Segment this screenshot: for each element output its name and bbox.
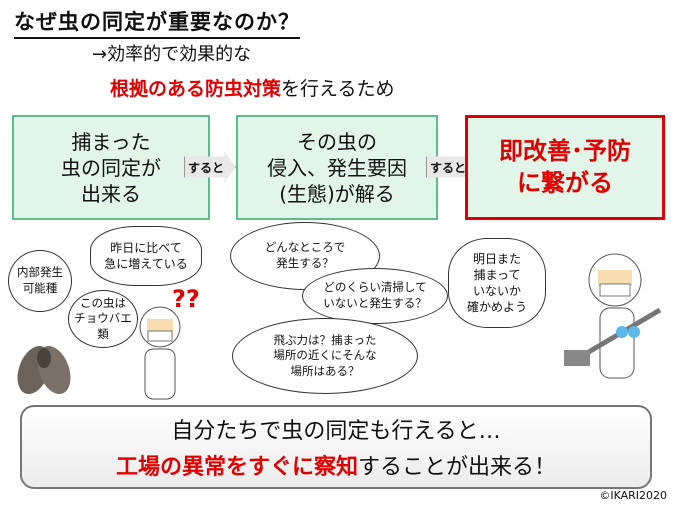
text: 発生する？ bbox=[276, 256, 334, 270]
flow-step-understand: その虫の侵入、発生要因(生態)が解る bbox=[236, 115, 438, 220]
conclusion-line2: 工場の異常をすぐに察知することが出来る！ bbox=[22, 449, 650, 481]
text: 確かめよう bbox=[466, 300, 527, 315]
flow-arrow-1: すると bbox=[184, 152, 236, 182]
subtitle-line1: →効率的で効果的な bbox=[92, 44, 252, 65]
cloud-yesterday: 昨日に比べて急に増えている bbox=[90, 226, 202, 286]
subtitle-highlight: 根拠のある防虫対策 bbox=[110, 78, 282, 100]
text: 可能種 bbox=[22, 281, 58, 295]
text: 場所の近くにそんな bbox=[273, 348, 377, 363]
subtitle-rest: を行えるため bbox=[281, 78, 395, 100]
text: 捕まって bbox=[473, 267, 521, 282]
text: どんなところで bbox=[264, 240, 346, 255]
text: 飛ぶ力は？捕まった bbox=[273, 332, 377, 347]
text: いないか bbox=[472, 284, 521, 298]
text: この虫は bbox=[80, 295, 126, 310]
text: (生態)が解る bbox=[279, 181, 395, 206]
conclusion-rest: することが出来る！ bbox=[358, 455, 557, 480]
text: いないと発生する？ bbox=[323, 296, 427, 310]
question-marks: ?? bbox=[172, 285, 200, 313]
text: に繋がる bbox=[517, 168, 613, 197]
worker-cleaning-icon bbox=[564, 253, 662, 379]
cloud-tomorrow: 明日また捕まっていないか確かめよう bbox=[448, 238, 546, 328]
copyright: ©IKARI2020 bbox=[599, 489, 667, 502]
moth-fly-icon bbox=[17, 345, 71, 395]
text: 急に増えている bbox=[104, 257, 188, 271]
text: 出来る bbox=[81, 181, 141, 206]
flow-step-identify: 捕まった虫の同定が出来る bbox=[12, 115, 210, 220]
text: 捕まった bbox=[71, 129, 151, 154]
text: 侵入、発生要因 bbox=[267, 155, 407, 180]
conclusion-callout: 自分たちで虫の同定も行えると… 工場の異常をすぐに察知することが出来る！ bbox=[20, 405, 652, 489]
conclusion-highlight: 工場の異常をすぐに察知 bbox=[115, 455, 358, 480]
bubble-species: 内部発生可能種 bbox=[8, 250, 72, 312]
conclusion-line1: 自分たちで虫の同定も行えると… bbox=[171, 419, 501, 444]
text: チョウバエ類 bbox=[74, 311, 132, 341]
text: その虫の bbox=[297, 129, 377, 154]
text: 内部発生 bbox=[17, 265, 63, 280]
text: どのくらい清掃して bbox=[323, 280, 427, 295]
bubble-fly-type: この虫はチョウバエ類 bbox=[68, 290, 138, 348]
bubble-where: どんなところで発生する？ bbox=[230, 222, 380, 290]
bubble-flight: 飛ぶ力は？捕まった場所の近くにそんな場所はある？ bbox=[232, 318, 418, 394]
text: 即改善･予防 bbox=[499, 137, 631, 166]
page-title: なぜ虫の同定が重要なのか？ bbox=[14, 6, 300, 39]
worker-thinking-icon bbox=[139, 306, 181, 400]
subtitle-line2: 根拠のある防虫対策を行えるため bbox=[110, 74, 394, 101]
text: 明日また bbox=[472, 251, 521, 266]
text: 昨日に比べて bbox=[110, 240, 182, 255]
text: 虫の同定が bbox=[61, 155, 161, 180]
text: 場所はある？ bbox=[290, 363, 360, 378]
bubble-cleaning: どのくらい清掃していないと発生する？ bbox=[302, 268, 448, 324]
flow-step-prevent: 即改善･予防に繋がる bbox=[465, 115, 665, 220]
